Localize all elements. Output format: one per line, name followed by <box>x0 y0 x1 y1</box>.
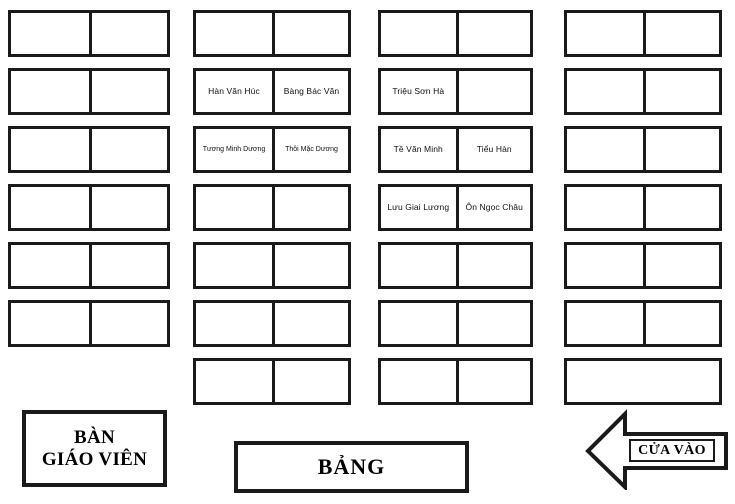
whiteboard[interactable]: BẢNG <box>234 441 469 493</box>
desk[interactable] <box>378 10 533 57</box>
seat-empty[interactable] <box>196 245 272 286</box>
desk[interactable]: Tề Văn Minh Tiểu Hàn <box>378 126 533 173</box>
desk[interactable] <box>8 126 170 173</box>
seat-empty[interactable] <box>381 303 456 344</box>
seat-empty[interactable] <box>567 361 719 402</box>
seat-empty[interactable] <box>11 71 89 112</box>
seat-empty[interactable] <box>567 13 643 54</box>
seat-empty[interactable] <box>89 13 167 54</box>
seat-empty[interactable] <box>455 245 530 286</box>
seat-empty[interactable] <box>11 13 89 54</box>
student-name: Triệu Sơn Hà <box>392 85 445 96</box>
seat-occupied[interactable]: Thôi Mặc Dương <box>272 129 348 170</box>
student-name: Lưu Giai Lương <box>387 201 450 212</box>
teacher-desk-label-line2: GIÁO VIÊN <box>41 448 148 470</box>
desk[interactable] <box>564 242 722 289</box>
seat-empty[interactable] <box>89 71 167 112</box>
teacher-desk-label: BÀN GIÁO VIÊN <box>42 427 147 470</box>
desk[interactable] <box>193 242 351 289</box>
seat-empty[interactable] <box>11 187 89 228</box>
desk[interactable] <box>8 242 170 289</box>
seat-empty[interactable] <box>643 187 719 228</box>
desk[interactable] <box>8 68 170 115</box>
seat-empty[interactable] <box>11 245 89 286</box>
seat-empty[interactable] <box>455 71 530 112</box>
seat-empty[interactable] <box>455 13 530 54</box>
seat-empty[interactable] <box>272 13 348 54</box>
seat-empty[interactable] <box>272 187 348 228</box>
student-name: Ôn Ngọc Châu <box>465 201 523 212</box>
seat-occupied[interactable]: Bàng Bác Văn <box>272 71 348 112</box>
seat-empty[interactable] <box>567 303 643 344</box>
whiteboard-label: BẢNG <box>317 454 386 479</box>
seat-empty[interactable] <box>272 361 348 402</box>
seat-empty[interactable] <box>89 187 167 228</box>
desk[interactable] <box>8 10 170 57</box>
student-name: Tương Minh Dương <box>202 145 266 153</box>
entrance-label-box: CỬA VÀO <box>629 439 715 462</box>
seat-empty[interactable] <box>89 245 167 286</box>
seat-empty[interactable] <box>272 303 348 344</box>
seat-empty[interactable] <box>272 245 348 286</box>
desk[interactable] <box>193 184 351 231</box>
desk[interactable] <box>8 184 170 231</box>
student-name: Tiểu Hàn <box>476 143 512 154</box>
seat-empty[interactable] <box>196 187 272 228</box>
seat-empty[interactable] <box>643 13 719 54</box>
seat-occupied[interactable]: Lưu Giai Lương <box>381 187 456 228</box>
seat-empty[interactable] <box>381 245 456 286</box>
seat-empty[interactable] <box>89 303 167 344</box>
desk[interactable] <box>564 184 722 231</box>
seat-occupied[interactable]: Tương Minh Dương <box>196 129 272 170</box>
desk[interactable] <box>193 10 351 57</box>
entrance-label: CỬA VÀO <box>638 442 706 458</box>
seat-empty[interactable] <box>643 129 719 170</box>
desk[interactable] <box>564 68 722 115</box>
seat-occupied[interactable]: Tề Văn Minh <box>381 129 456 170</box>
seat-occupied[interactable]: Ôn Ngọc Châu <box>455 187 530 228</box>
student-name: Hàn Văn Húc <box>208 85 260 96</box>
entrance-arrow[interactable]: CỬA VÀO <box>585 408 728 490</box>
seat-empty[interactable] <box>381 361 456 402</box>
student-name: Tề Văn Minh <box>393 143 443 154</box>
seat-occupied[interactable]: Tiểu Hàn <box>455 129 530 170</box>
student-name: Bàng Bác Văn <box>283 85 340 96</box>
desk[interactable]: Triệu Sơn Hà <box>378 68 533 115</box>
seat-empty[interactable] <box>643 245 719 286</box>
seat-empty[interactable] <box>89 129 167 170</box>
desk[interactable] <box>8 300 170 347</box>
desk[interactable] <box>564 300 722 347</box>
desk[interactable]: Lưu Giai Lương Ôn Ngọc Châu <box>378 184 533 231</box>
teacher-desk[interactable]: BÀN GIÁO VIÊN <box>22 410 167 487</box>
desk[interactable] <box>378 242 533 289</box>
desk[interactable] <box>193 300 351 347</box>
desk[interactable] <box>378 300 533 347</box>
desk[interactable]: Hàn Văn Húc Bàng Bác Văn <box>193 68 351 115</box>
desk[interactable] <box>564 126 722 173</box>
seat-empty[interactable] <box>567 71 643 112</box>
seat-empty[interactable] <box>196 361 272 402</box>
teacher-desk-label-line1: BÀN <box>73 427 115 449</box>
seat-empty[interactable] <box>643 303 719 344</box>
student-name: Thôi Mặc Dương <box>285 145 338 153</box>
seat-empty[interactable] <box>567 187 643 228</box>
desk[interactable] <box>193 358 351 405</box>
seat-empty[interactable] <box>381 13 456 54</box>
desk[interactable]: Tương Minh Dương Thôi Mặc Dương <box>193 126 351 173</box>
seat-empty[interactable] <box>455 361 530 402</box>
seat-empty[interactable] <box>567 129 643 170</box>
desk[interactable] <box>564 10 722 57</box>
seat-empty[interactable] <box>196 303 272 344</box>
desk[interactable] <box>564 358 722 405</box>
seat-empty[interactable] <box>567 245 643 286</box>
seat-empty[interactable] <box>455 303 530 344</box>
seat-empty[interactable] <box>196 13 272 54</box>
seat-empty[interactable] <box>643 71 719 112</box>
seat-empty[interactable] <box>11 129 89 170</box>
desk[interactable] <box>378 358 533 405</box>
seat-occupied[interactable]: Hàn Văn Húc <box>196 71 272 112</box>
seat-empty[interactable] <box>11 303 89 344</box>
seat-occupied[interactable]: Triệu Sơn Hà <box>381 71 456 112</box>
